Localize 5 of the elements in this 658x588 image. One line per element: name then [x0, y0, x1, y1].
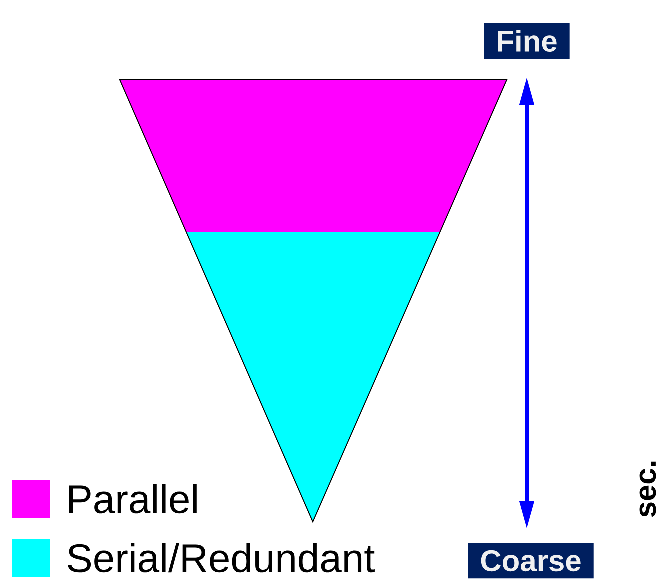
label-box: Fine — [484, 22, 570, 59]
legend-label: Serial/Redundant — [68, 543, 375, 573]
legend-label: Parallel — [69, 484, 197, 514]
axis-label: sec. — [640, 462, 656, 518]
label-box: Coarse — [468, 543, 594, 579]
